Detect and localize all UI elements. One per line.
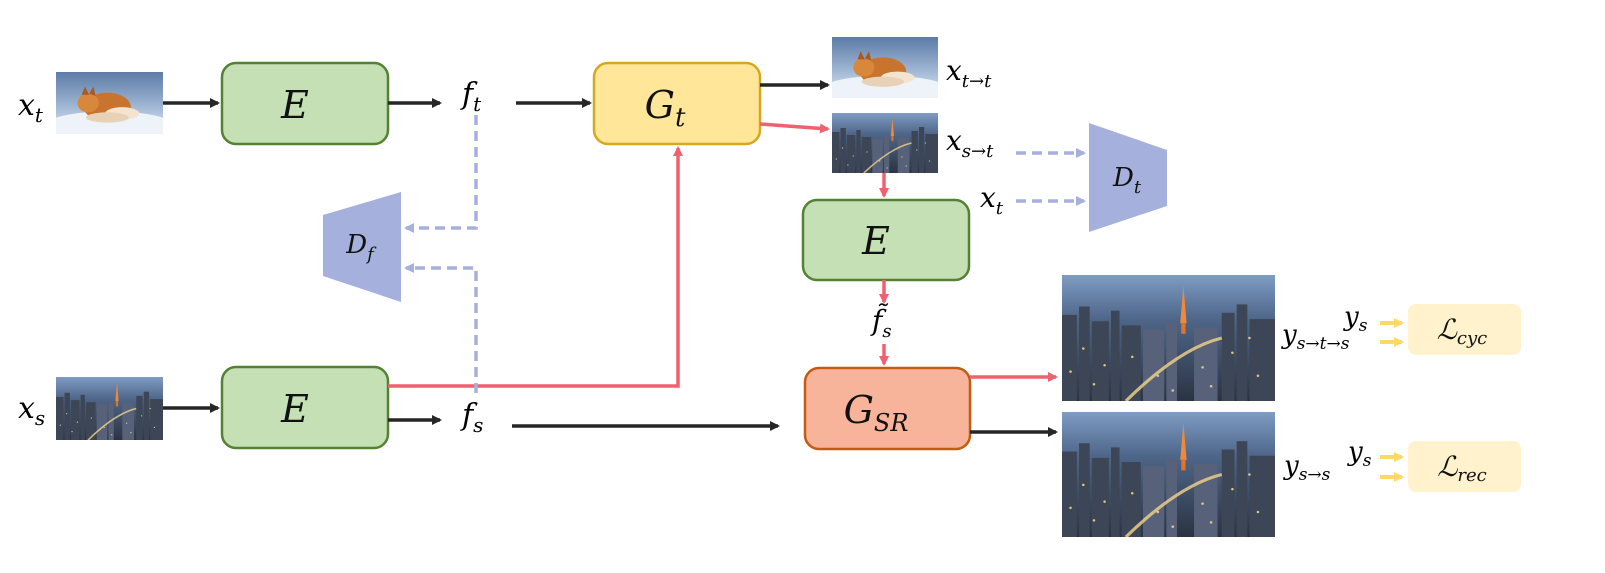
output-image-xs2t	[832, 113, 938, 173]
loss-cyc-label: ℒcyc	[1437, 313, 1488, 349]
generator-sr-label: GSR	[844, 388, 909, 437]
encoder-mid-block: E	[801, 198, 971, 282]
input-image-xs	[56, 377, 163, 440]
discriminator-t-label: Dt	[1112, 163, 1142, 198]
encoder-bottom-block: E	[220, 365, 390, 450]
encoder-mid-label: E	[861, 219, 890, 263]
arrow-encoder-to-gt	[388, 146, 683, 388]
output-image-ys2t2s	[1062, 275, 1275, 401]
arrow-gt-to-xs2t	[759, 122, 830, 134]
label-ys-rec: ys	[1347, 437, 1372, 471]
generator-sr-block: GSR	[803, 366, 972, 451]
label-xt-real: xt	[980, 181, 1004, 219]
loss-cyc-box: ℒcyc	[1408, 304, 1521, 355]
encoder-bottom-label: E	[280, 387, 309, 431]
input-image-xt	[56, 72, 163, 134]
arrow-fs-to-df	[404, 263, 478, 393]
label-ys2t2s: ys→t→s	[1281, 320, 1350, 354]
label-ys-cyc: ys	[1343, 302, 1368, 336]
label-xs2t: xs→t	[946, 124, 994, 162]
output-image-ys2s	[1062, 412, 1275, 537]
encoder-top-label: E	[280, 83, 309, 127]
discriminator-t: Dt	[1089, 123, 1167, 232]
discriminator-f: Df	[323, 192, 401, 302]
label-fs: fs	[460, 398, 483, 437]
label-xs: xs	[18, 391, 45, 430]
label-ft: ft	[460, 77, 482, 116]
generator-t-block: Gt	[592, 61, 762, 146]
label-fs-tilde: f̃s	[870, 303, 892, 342]
label-ys2s: ys→s	[1283, 451, 1331, 485]
label-xt2t: xt→t	[946, 54, 992, 92]
arrow-ft-to-df	[404, 115, 478, 233]
generator-t-label: Gt	[645, 83, 686, 133]
loss-rec-label: ℒrec	[1437, 450, 1487, 486]
output-image-xt2t	[832, 37, 938, 98]
loss-rec-box: ℒrec	[1408, 441, 1521, 492]
label-xt: xt	[18, 88, 44, 127]
encoder-top-block: E	[220, 61, 390, 146]
